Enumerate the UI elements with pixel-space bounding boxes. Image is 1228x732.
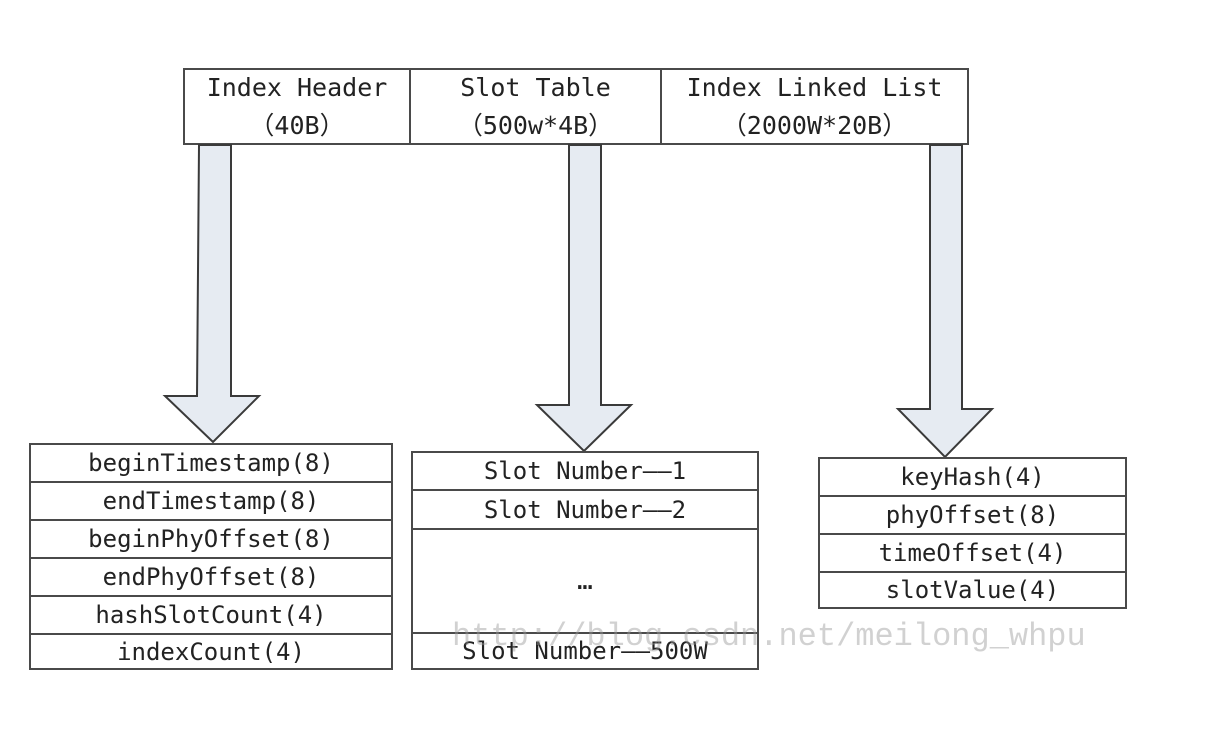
arrow-slot-table	[534, 144, 634, 453]
field-index-count: indexCount(4)	[117, 637, 305, 666]
index-entry-fields-table: keyHash(4) phyOffset(8) timeOffset(4) sl…	[818, 457, 1127, 609]
arrow-index-linked-list	[895, 144, 995, 459]
slot-number-1: Slot Number——1	[413, 453, 757, 491]
field-phy-offset: phyOffset(8)	[820, 497, 1125, 535]
slot-ellipsis: …	[413, 530, 757, 634]
field-slot-value: slotValue(4)	[885, 576, 1060, 604]
index-header-section: Index Header （40B）	[185, 70, 411, 143]
field-hash-slot-count: hashSlotCount(4)	[31, 597, 391, 635]
index-file-layout-bar: Index Header （40B） Slot Table （500w*4B） …	[183, 68, 969, 145]
index-linked-list-size: （2000W*20B）	[721, 110, 908, 140]
watermark-text: http://blog.csdn.net/meilong_whpu	[452, 618, 1086, 655]
index-header-title: Index Header	[206, 72, 388, 102]
index-header-size: （40B）	[249, 110, 345, 140]
index-linked-list-title: Index Linked List	[686, 72, 943, 102]
slot-table-size: （500w*4B）	[457, 110, 614, 140]
field-end-timestamp: endTimestamp(8)	[31, 483, 391, 521]
slot-table-section: Slot Table （500w*4B）	[411, 70, 662, 143]
slot-table-title: Slot Table	[460, 72, 611, 102]
field-end-phy-offset: endPhyOffset(8)	[31, 559, 391, 597]
index-linked-list-section: Index Linked List （2000W*20B）	[662, 70, 967, 143]
field-key-hash: keyHash(4)	[820, 459, 1125, 497]
field-begin-phy-offset: beginPhyOffset(8)	[31, 521, 391, 559]
slot-table-rows: Slot Number——1 Slot Number——2 … Slot Num…	[411, 451, 759, 670]
field-begin-timestamp: beginTimestamp(8)	[31, 445, 391, 483]
slot-number-2: Slot Number——2	[413, 491, 757, 530]
index-header-fields-table: beginTimestamp(8) endTimestamp(8) beginP…	[29, 443, 393, 670]
arrow-index-header	[162, 144, 262, 444]
field-time-offset: timeOffset(4)	[820, 535, 1125, 573]
slot-number-500w: Slot Number——500W	[462, 637, 708, 665]
